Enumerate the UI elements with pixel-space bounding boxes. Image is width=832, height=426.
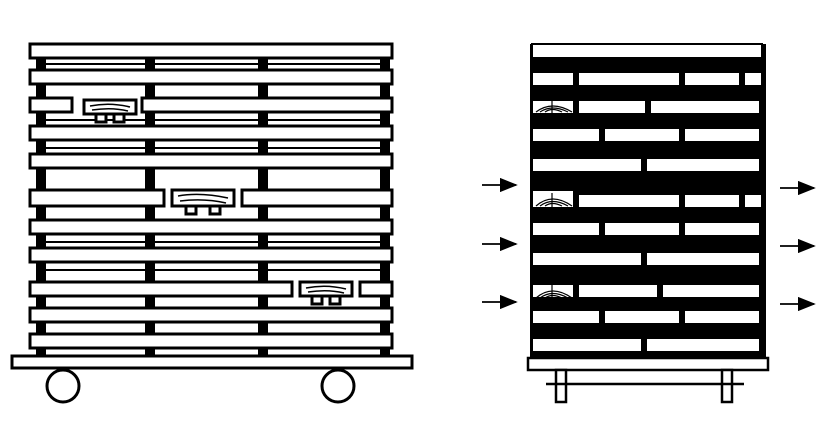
sample-board-2 (170, 188, 236, 216)
end-grain-sample-1 (535, 101, 573, 113)
sample-board-1 (82, 98, 138, 124)
cart-wheel-left (45, 368, 81, 404)
right-lumber-stack (482, 43, 816, 404)
airflow-arrows-out (780, 180, 816, 312)
end-grain-sample-3 (535, 285, 573, 299)
board-courses (28, 42, 394, 350)
left-lumber-stack (10, 42, 414, 404)
cart-wheel-right (320, 368, 356, 404)
board-ends (531, 43, 763, 353)
end-grain-sample-2 (531, 189, 575, 209)
airflow-arrows-in (482, 177, 518, 310)
cart-platform (10, 354, 414, 370)
stack-base (526, 356, 770, 404)
sample-board-3 (298, 280, 354, 306)
